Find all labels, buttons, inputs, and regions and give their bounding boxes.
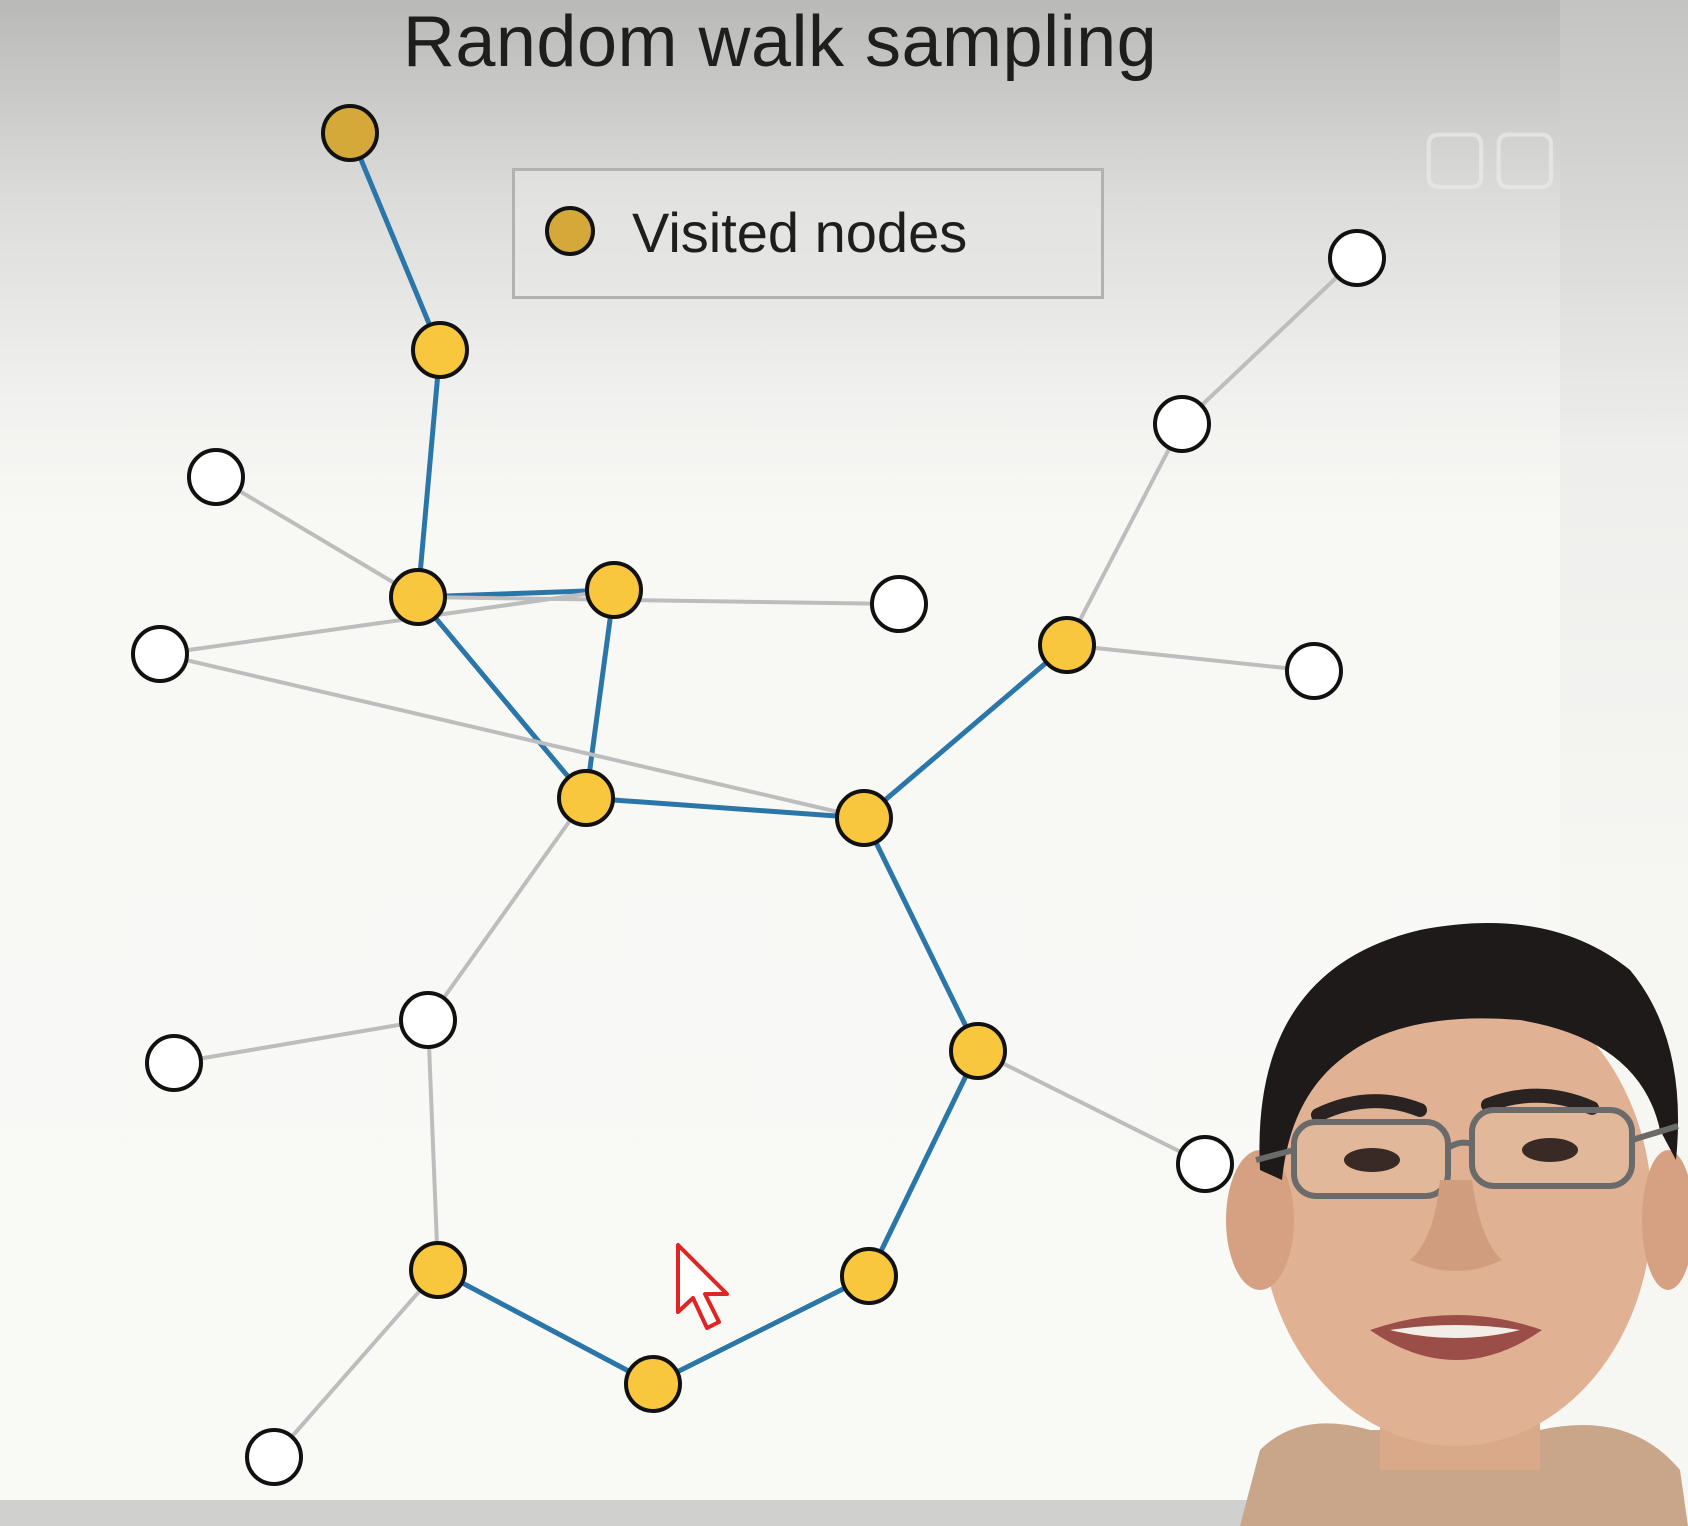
visited-node (624, 1355, 682, 1413)
graph-edge (1065, 643, 1316, 673)
legend: Visited nodes (512, 168, 1104, 299)
walk-edge (435, 1267, 656, 1387)
visited-node (389, 568, 447, 626)
graph-edge (976, 1049, 1207, 1166)
unvisited-node (1153, 395, 1211, 453)
visited-node (321, 104, 379, 162)
visited-node (409, 1241, 467, 1299)
graph-edge (1180, 256, 1359, 426)
slide: Random walk sampling Visited nodes (0, 0, 1560, 1500)
visited-node (1038, 616, 1096, 674)
unvisited-node (131, 625, 189, 683)
legend-label: Visited nodes (632, 201, 968, 264)
walk-edge (583, 587, 617, 801)
visited-node (835, 789, 893, 847)
unvisited-node (1176, 1135, 1234, 1193)
legend-visited-marker (545, 206, 595, 256)
visited-node (840, 1247, 898, 1305)
walk-edge (861, 815, 981, 1054)
visited-node (949, 1022, 1007, 1080)
visited-node (585, 561, 643, 619)
walk-edge (650, 1273, 872, 1387)
graph-edge (158, 588, 616, 656)
presenter-webcam (1226, 923, 1688, 1526)
graph-edge (1065, 422, 1184, 647)
graph-edges (158, 130, 1359, 1459)
graph (131, 104, 1386, 1486)
graph-edge (214, 475, 420, 599)
graph-nodes (131, 104, 1386, 1486)
graph-edge (272, 1268, 440, 1459)
graph-edge (158, 652, 866, 820)
visited-node (557, 769, 615, 827)
unvisited-node (245, 1428, 303, 1486)
graph-edge (416, 595, 901, 606)
unvisited-node (1328, 229, 1386, 287)
unvisited-node (870, 575, 928, 633)
graph-edge (426, 1018, 440, 1272)
watermark: ▢▢ (1420, 113, 1560, 196)
walk-edge (415, 347, 443, 600)
walk-edge (866, 1048, 981, 1279)
walk-edge (415, 594, 589, 801)
walk-edge (583, 795, 867, 821)
unvisited-node (187, 448, 245, 506)
walk-edge (861, 642, 1070, 821)
walk-edge (347, 130, 443, 353)
mouse-cursor-icon (676, 1243, 729, 1330)
visited-node (411, 321, 469, 379)
graph-edge (426, 796, 588, 1022)
unvisited-node (145, 1034, 203, 1092)
graph-edge (172, 1018, 430, 1065)
unvisited-node (399, 991, 457, 1049)
slide-title: Random walk sampling (402, 2, 1158, 82)
unvisited-node (1285, 642, 1343, 700)
